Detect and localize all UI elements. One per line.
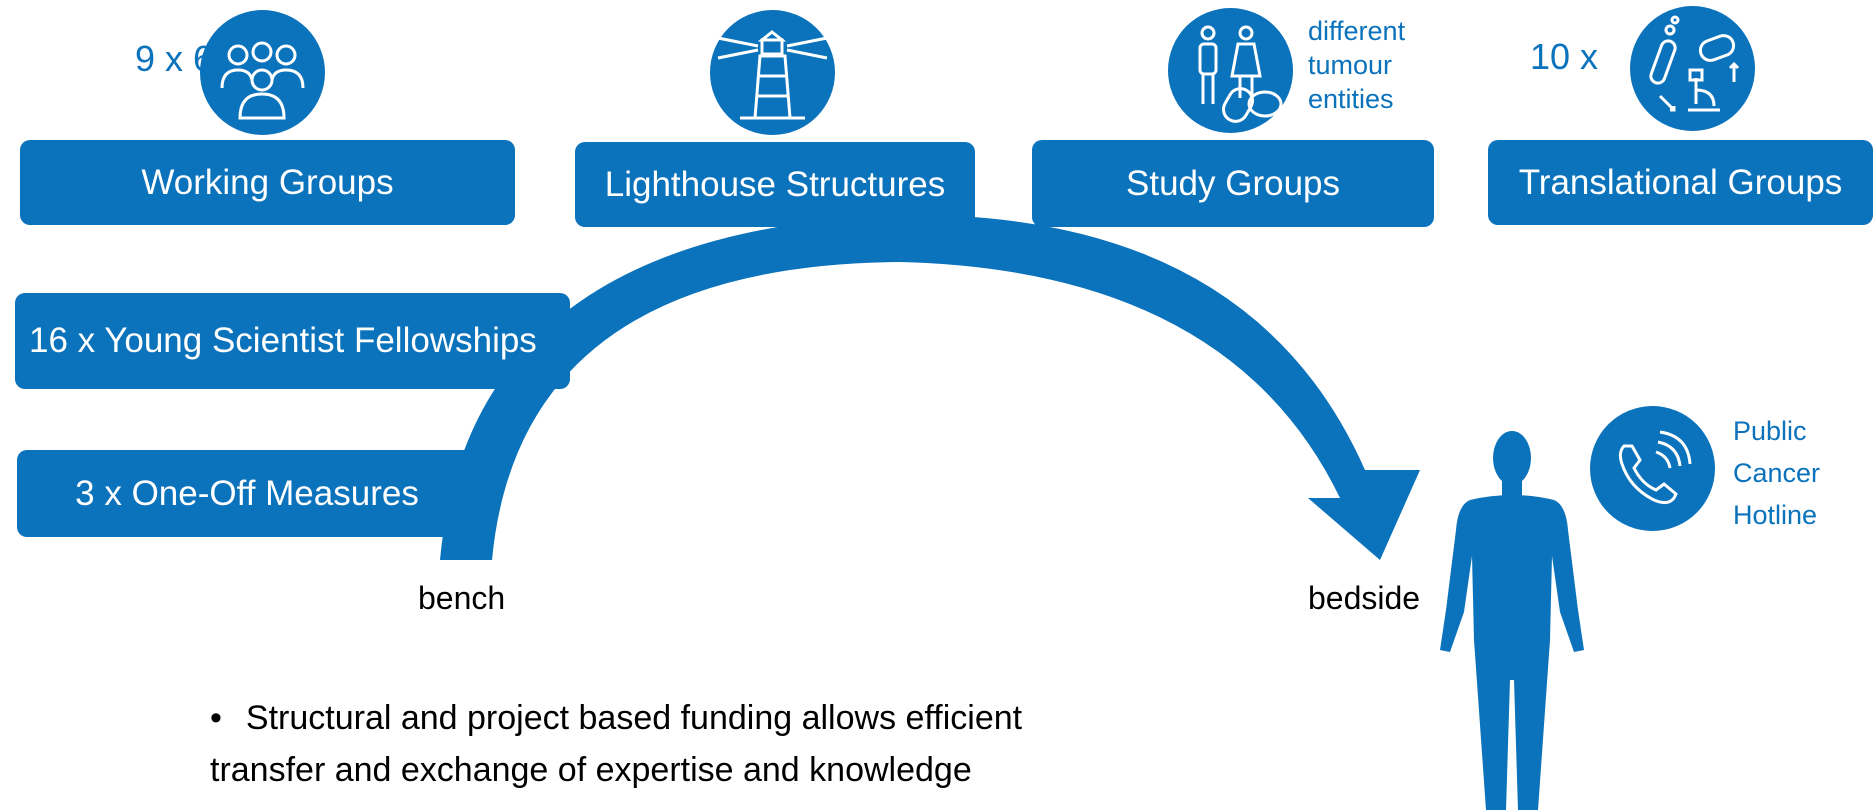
bullet-line-2: transfer and exchange of expertise and k… [210, 751, 972, 789]
bullet-text: • Structural and project based funding al… [210, 692, 1022, 796]
hotline-line-1: Public [1733, 416, 1807, 446]
hotline-label: Public Cancer Hotline [1733, 410, 1820, 536]
hotline-line-3: Hotline [1733, 500, 1818, 530]
study-groups-box: Study Groups [1032, 140, 1434, 227]
note-line-3: entities [1308, 84, 1394, 114]
bedside-label: bedside [1308, 580, 1421, 616]
bullet-symbol: • [210, 699, 222, 737]
patients-pills-icon [1168, 8, 1293, 133]
one-off-measures-box: 3 x One-Off Measures [17, 450, 477, 537]
lighthouse-structures-box: Lighthouse Structures [575, 142, 975, 227]
note-line-1: different [1308, 16, 1406, 46]
translational-groups-box: Translational Groups [1488, 140, 1873, 225]
translational-count: 10 x [1530, 36, 1599, 77]
bullet-line-1: • Structural and project based funding al… [210, 692, 1022, 744]
lighthouse-icon [710, 10, 835, 135]
hotline-line-2: Cancer [1733, 458, 1821, 488]
note-line-2: tumour [1308, 50, 1393, 80]
working-groups-box: Working Groups [20, 140, 515, 225]
phone-icon [1590, 406, 1715, 531]
lab-cycle-icon [1630, 6, 1755, 131]
bullet-line-1-text: Structural and project based funding all… [245, 699, 1023, 737]
bench-label: bench [418, 580, 506, 616]
study-groups-note: different tumour entities [1308, 14, 1405, 116]
people-group-icon [200, 10, 325, 135]
fellowships-box: 16 x Young Scientist Fellowships [15, 293, 570, 389]
